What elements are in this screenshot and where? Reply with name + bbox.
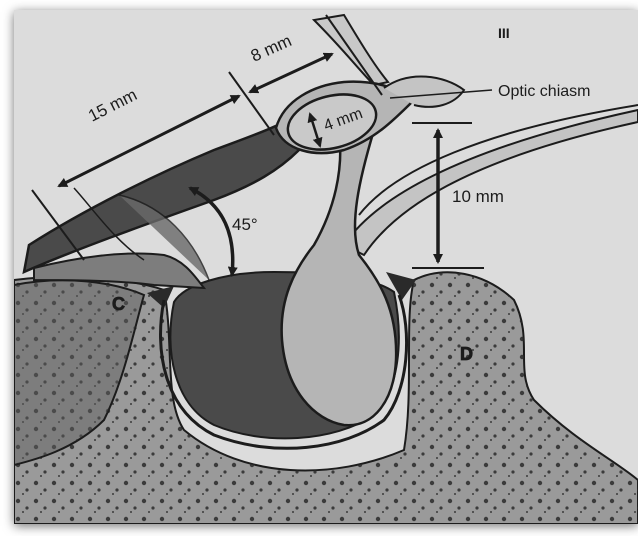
region-c-label: C [112,294,125,314]
anatomy-diagram: 15 mm 8 mm 4 mm 10 mm 45° Optic chiasm I… [14,10,638,524]
panel-label: III [498,25,510,41]
dimension-10mm-label: 10 mm [452,187,504,206]
region-d-label: D [460,344,473,364]
anatomical-diagram-photo: 15 mm 8 mm 4 mm 10 mm 45° Optic chiasm I… [14,10,638,524]
angle-45-label: 45° [232,215,258,234]
optic-chiasm-label: Optic chiasm [498,83,590,100]
